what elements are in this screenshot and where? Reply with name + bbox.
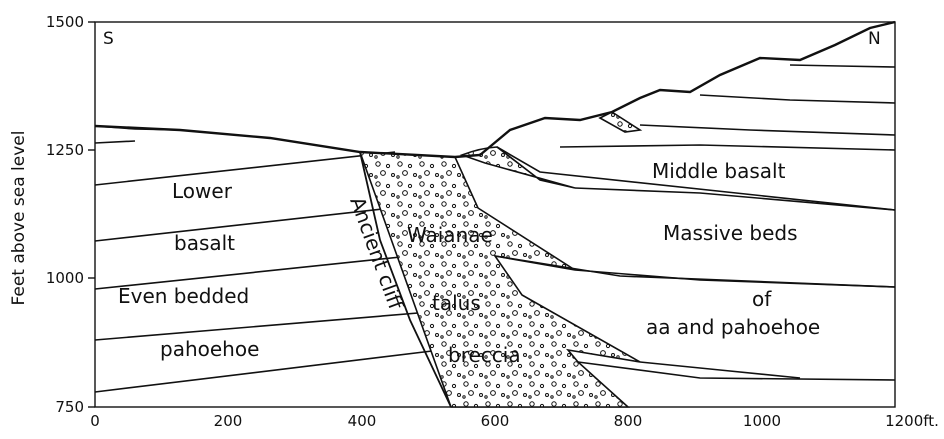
label-massive-beds: Massive beds — [663, 221, 798, 245]
label-talus: talus — [432, 291, 481, 315]
talus-breccia-wedge — [358, 151, 641, 408]
label-of: of — [752, 287, 772, 311]
ancient-cliff-line — [359, 151, 452, 408]
x-tick-200: 200 — [214, 412, 243, 430]
x-tick-0: 0 — [90, 412, 100, 430]
label-pahoehoe: pahoehoe — [160, 337, 259, 361]
y-tick-1250: 1250 — [46, 141, 84, 159]
y-tick-750: 750 — [55, 398, 84, 416]
surface-detail — [94, 125, 181, 131]
y-tick-marks — [88, 21, 95, 408]
y-axis-label: Feet above sea level — [9, 131, 29, 306]
label-aa-pahoehoe: aa and pahoehoe — [646, 315, 820, 339]
label-lower: Lower — [172, 179, 233, 203]
label-middle-basalt: Middle basalt — [652, 159, 786, 183]
label-breccia: breccia — [448, 343, 521, 367]
hill-breccia-pocket — [598, 111, 643, 133]
middle-basalt-beds — [494, 64, 896, 381]
x-tick-400: 400 — [348, 412, 377, 430]
x-tick-1000: 1000 — [743, 412, 781, 430]
label-basalt: basalt — [174, 231, 235, 255]
label-waianae: Waianae — [407, 223, 493, 247]
ground-surface-profile — [94, 20, 896, 159]
x-tick-1200ft: 1200ft. — [885, 412, 939, 430]
y-tick-1500: 1500 — [46, 13, 84, 31]
x-tick-800: 800 — [614, 412, 643, 430]
lower-basalt-beds — [94, 140, 433, 393]
south-marker: S — [103, 29, 114, 49]
label-even-bedded: Even bedded — [118, 284, 249, 308]
y-tick-1000: 1000 — [46, 269, 84, 287]
north-marker: N — [868, 29, 881, 49]
upper-breccia-pocket — [459, 146, 576, 189]
x-tick-600: 600 — [481, 412, 510, 430]
